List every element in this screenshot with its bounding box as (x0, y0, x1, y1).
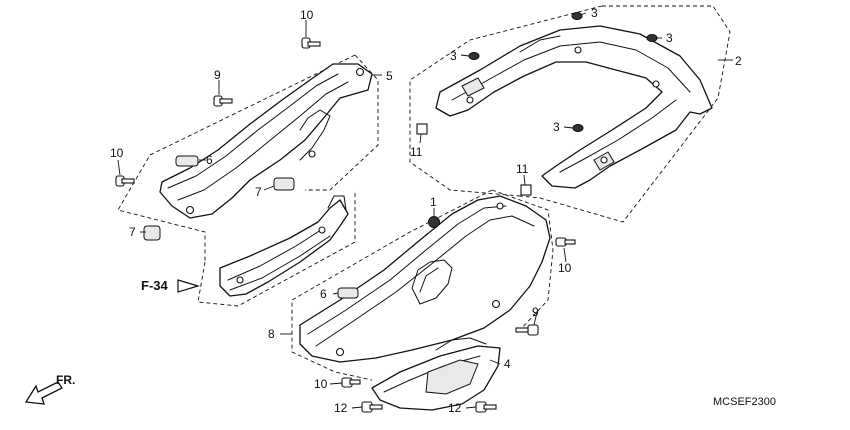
nut-icon (572, 124, 584, 132)
leader-lines (117, 12, 733, 409)
callout-10: 10 (110, 146, 124, 160)
bolt-icon (515, 324, 539, 336)
callout-9: 9 (532, 305, 539, 319)
bolt-icon (555, 237, 576, 247)
clip-icon (416, 123, 428, 135)
arrow-right-icon (177, 279, 201, 293)
part-2-rear-rail (435, 25, 713, 189)
screw-icon (361, 401, 383, 413)
inner-panel (219, 195, 349, 297)
callout-3: 3 (666, 31, 673, 45)
reference-f34: F-34 (141, 278, 201, 293)
grommet-icon (428, 216, 440, 228)
callout-3: 3 (591, 6, 598, 20)
callout-2: 2 (735, 54, 742, 68)
callout-10: 10 (300, 8, 314, 22)
bolt-icon (213, 95, 233, 107)
callout-8: 8 (268, 327, 275, 341)
clip-icon (143, 225, 161, 241)
callout-6: 6 (206, 153, 213, 167)
clip-icon (520, 184, 532, 196)
reference-label: F-34 (141, 278, 169, 293)
callout-11: 11 (410, 145, 423, 159)
screw-icon (475, 401, 497, 413)
nut-icon (646, 34, 658, 42)
callout-3: 3 (553, 120, 560, 134)
callout-10: 10 (558, 261, 572, 275)
nut-icon (571, 12, 583, 20)
direction-front: FR. (24, 373, 75, 405)
front-arrow-icon (24, 381, 63, 405)
callout-1: 1 (430, 195, 437, 209)
direction-label: FR. (56, 373, 75, 387)
part-4-lower-panel (371, 337, 501, 411)
callout-6: 6 (320, 287, 327, 301)
part-5-side-cover (159, 63, 373, 219)
callout-labels: 10 9 5 6 10 7 7 3 3 3 3 2 11 11 1 10 6 9… (110, 6, 742, 415)
callout-9: 9 (214, 68, 221, 82)
nut-icon (468, 52, 480, 60)
callout-11: 11 (516, 162, 529, 176)
bolt-icon (341, 377, 361, 388)
diagram-code: MCSEF2300 (713, 396, 776, 408)
part-8-main-cover (299, 195, 551, 363)
hardware (115, 12, 658, 413)
callout-4: 4 (504, 357, 511, 371)
callout-12: 12 (448, 401, 462, 415)
callout-7: 7 (129, 225, 136, 239)
callout-10: 10 (314, 377, 328, 391)
grommet-icon (337, 287, 359, 299)
callout-5: 5 (386, 69, 393, 83)
callout-3: 3 (450, 49, 457, 63)
grommet-icon (175, 155, 199, 167)
clip-icon (273, 177, 295, 191)
bolt-icon (115, 175, 135, 187)
callout-7: 7 (255, 185, 262, 199)
group-frames (117, 5, 731, 381)
callout-12: 12 (334, 401, 348, 415)
bolt-icon (301, 37, 321, 49)
